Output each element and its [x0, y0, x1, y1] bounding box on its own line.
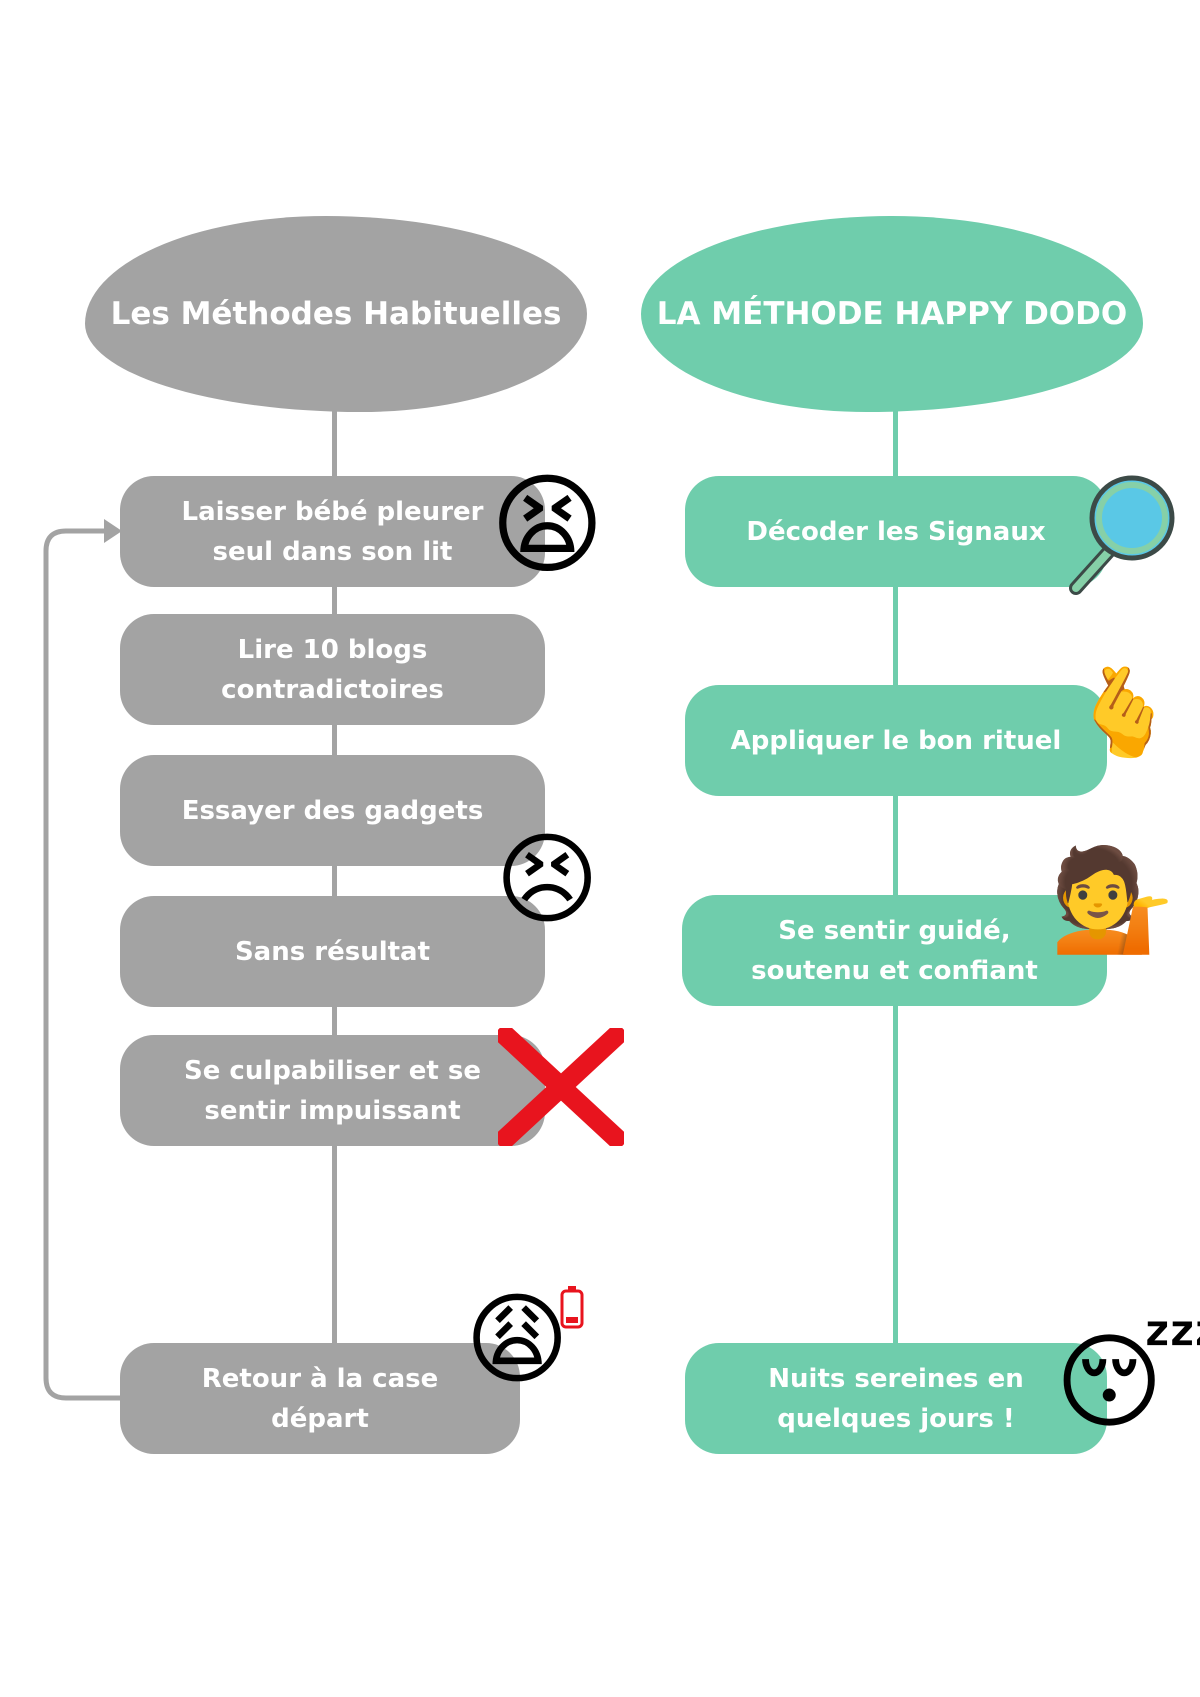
right-step-3: Se sentir guidé, soutenu et confiant — [682, 895, 1107, 1006]
magnifying-glass-icon — [1069, 475, 1175, 595]
left-connector-line — [332, 390, 337, 1390]
left-step-3: Essayer des gadgets — [120, 755, 545, 866]
right-title-blob: LA MÉTHODE HAPPY DODO — [641, 216, 1143, 412]
left-step-2: Lire 10 blogs contradictoires — [120, 614, 545, 725]
red-cross-icon — [498, 1028, 624, 1146]
exhausted-girl-icon: 😣 — [495, 821, 600, 938]
right-step-4: Nuits sereines en quelques jours ! — [685, 1343, 1107, 1454]
right-step-1: Décoder les Signaux — [685, 476, 1107, 587]
snapping-fingers-icon: 🫰 — [1070, 663, 1178, 763]
low-battery-icon — [560, 1286, 584, 1329]
guide-hostess-icon: 💁 — [1050, 841, 1175, 958]
right-title: LA MÉTHODE HAPPY DODO — [656, 296, 1128, 332]
left-step-4: Sans résultat — [120, 896, 545, 1007]
crying-mother-baby-icon: 😫 — [490, 461, 605, 589]
left-title: Les Méthodes Habituelles — [110, 296, 562, 332]
left-step-5: Se culpabiliser et se sentir impuissant — [120, 1035, 545, 1146]
right-step-2: Appliquer le bon rituel — [685, 685, 1107, 796]
tired-woman-icon: 😩 — [465, 1281, 570, 1398]
right-connector-line — [893, 390, 898, 1390]
left-step-6: Retour à la case départ — [120, 1343, 520, 1454]
sleeping-face-icon: 😴 — [1055, 1321, 1200, 1443]
left-step-1: Laisser bébé pleurer seul dans son lit — [120, 476, 545, 587]
left-title-blob: Les Méthodes Habituelles — [85, 216, 587, 412]
